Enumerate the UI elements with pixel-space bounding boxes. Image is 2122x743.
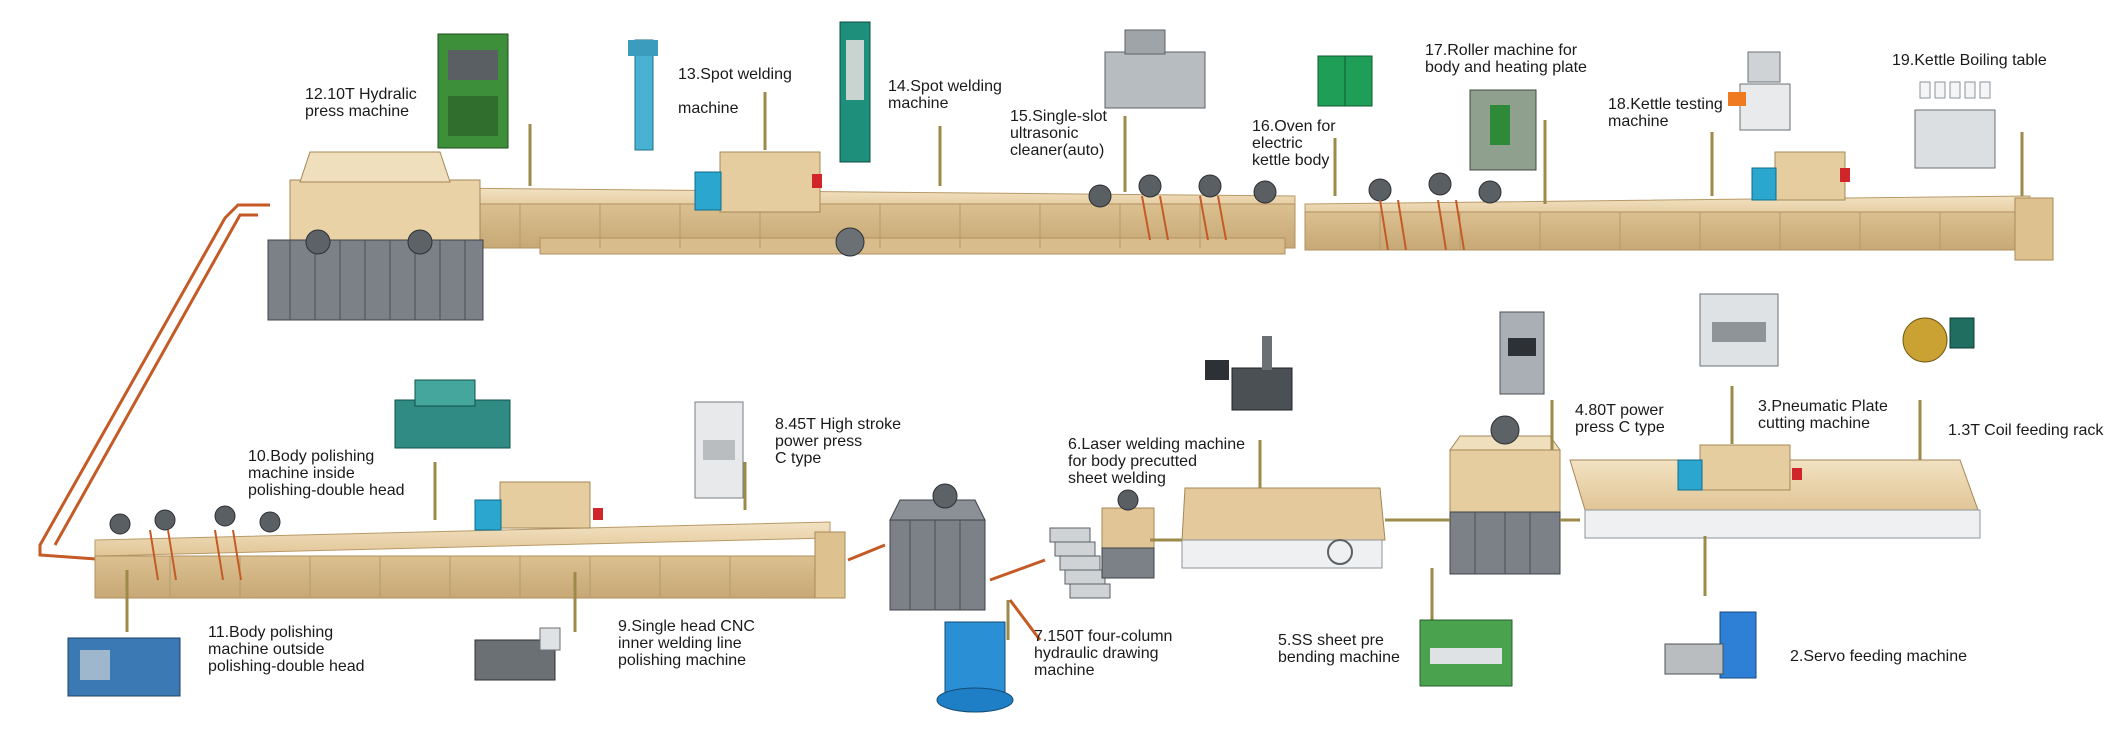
label-station-12: 12.10T Hydralic press machine (305, 86, 417, 120)
label-station-11: 11.Body polishing machine outside polish… (208, 624, 365, 675)
label-line: 3.Pneumatic Plate (1758, 398, 1888, 415)
label-station-9: 9.Single head CNC inner welding line pol… (618, 618, 755, 669)
label-line: 12.10T Hydralic (305, 86, 417, 103)
welding-box-13 (694, 151, 865, 257)
transfer-chain (38, 203, 270, 562)
label-line: cutting machine (1758, 415, 1871, 432)
label-line: cleaner(auto) (1010, 142, 1105, 159)
label-station-13: 13.Spot welding machine (678, 58, 792, 126)
label-line: 16.Oven for (1252, 118, 1336, 135)
press-cage-4 (1449, 415, 1561, 575)
label-line: machine (888, 95, 949, 112)
servo-feeding-2-thumb (1719, 611, 1757, 679)
coil-rack-1-thumb (1902, 317, 1948, 363)
label-line: ultrasonic (1010, 125, 1079, 142)
label-line: 13.Spot welding (678, 66, 792, 83)
label-line: polishing-double head (208, 658, 365, 675)
label-line: machine outside (208, 641, 325, 658)
upper-right-conveyor-body (1304, 211, 2031, 251)
label-line: 19.Kettle Boiling table (1892, 52, 2047, 69)
label-line: machine (1608, 113, 1669, 130)
press-station-12 (267, 151, 484, 321)
label-line: 15.Single-slot (1010, 108, 1107, 125)
label-line: machine inside (248, 465, 355, 482)
polishing-inside-10-thumb (394, 399, 511, 449)
upper-line (267, 151, 2054, 321)
label-station-7: 7.150T four-column hydraulic drawing mac… (1034, 628, 1172, 679)
lower-end-block (814, 531, 846, 599)
label-line: press C type (1575, 419, 1665, 436)
label-line: 11.Body polishing (208, 624, 334, 641)
stairs (1049, 527, 1111, 599)
label-line: polishing machine (618, 652, 747, 669)
label-line: 6.Laser welding machine (1068, 436, 1245, 453)
label-line: 9.Single head CNC (618, 618, 755, 635)
label-station-16: 16.Oven for electric kettle body (1252, 118, 1336, 169)
leader-posts (125, 92, 2024, 640)
label-line: C type (775, 450, 822, 467)
label-line: 7.150T four-column (1034, 628, 1173, 645)
lower-left-conveyor-body (94, 555, 831, 599)
label-station-1: 1.3T Coil feeding rack (1948, 422, 2103, 439)
label-line: body and heating plate (1425, 59, 1587, 76)
label-line: machine (1034, 662, 1095, 679)
label-station-18: 18.Kettle testing machine (1608, 96, 1723, 130)
label-station-4: 4.80T power press C type (1575, 402, 1665, 436)
label-line: 10.Body polishing (248, 448, 375, 465)
label-line: 4.80T power (1575, 402, 1664, 419)
label-line: 5.SS sheet pre (1278, 632, 1384, 649)
label-line: for body precutted (1068, 453, 1197, 470)
label-station-8: 8.45T High stroke power press C type (775, 416, 901, 467)
label-line: kettle body (1252, 152, 1330, 169)
label-line: 17.Roller machine for (1425, 42, 1578, 59)
upper-ladders (1141, 195, 1465, 251)
label-line: machine (678, 100, 739, 117)
label-line: 8.45T High stroke (775, 416, 901, 433)
testing-box-18 (1751, 151, 1850, 201)
testing-machine-18-thumb (1739, 83, 1791, 131)
label-line: 18.Kettle testing (1608, 96, 1723, 113)
ultrasonic-cleaner-15-thumb (1104, 51, 1206, 109)
label-station-6: 6.Laser welding machine for body precutt… (1068, 436, 1245, 487)
label-line: inner welding line (618, 635, 742, 652)
upper-conveyor-lower-step (539, 237, 1286, 255)
machine-thumbnails (67, 21, 1996, 713)
label-line: 2.Servo feeding machine (1790, 648, 1967, 665)
laser-welding-6-thumb (1231, 367, 1293, 411)
drawing-cage-7 (889, 483, 986, 611)
label-line: 1.3T Coil feeding rack (1948, 422, 2104, 439)
label-station-19: 19.Kettle Boiling table (1892, 52, 2047, 69)
label-station-14: 14.Spot welding machine (888, 78, 1002, 112)
label-line: hydraulic drawing (1034, 645, 1159, 662)
label-line: bending machine (1278, 649, 1400, 666)
label-station-2: 2.Servo feeding machine (1790, 648, 1967, 665)
cleaner-heads-15 (1088, 172, 1502, 208)
label-line: polishing-double head (248, 482, 405, 499)
label-station-10: 10.Body polishing machine inside polishi… (248, 448, 405, 499)
label-station-3: 3.Pneumatic Plate cutting machine (1758, 398, 1888, 432)
label-line: 14.Spot welding (888, 78, 1002, 95)
label-line: sheet welding (1068, 470, 1166, 487)
label-station-17: 17.Roller machine for body and heating p… (1425, 42, 1587, 76)
upper-right-end-block (2014, 197, 2054, 261)
label-station-5: 5.SS sheet pre bending machine (1278, 632, 1400, 666)
label-line: electric (1252, 135, 1303, 152)
lower-left-conveyor-top (94, 521, 831, 557)
bending-platform-5 (1181, 487, 1386, 541)
label-line: power press (775, 433, 863, 450)
boiling-table-19-thumb (1914, 109, 1996, 169)
lower-line (94, 415, 1981, 641)
label-line: press machine (305, 103, 410, 120)
label-station-15: 15.Single-slot ultrasonic cleaner(auto) (1010, 108, 1107, 159)
spot-welder-13-thumb (634, 39, 654, 151)
